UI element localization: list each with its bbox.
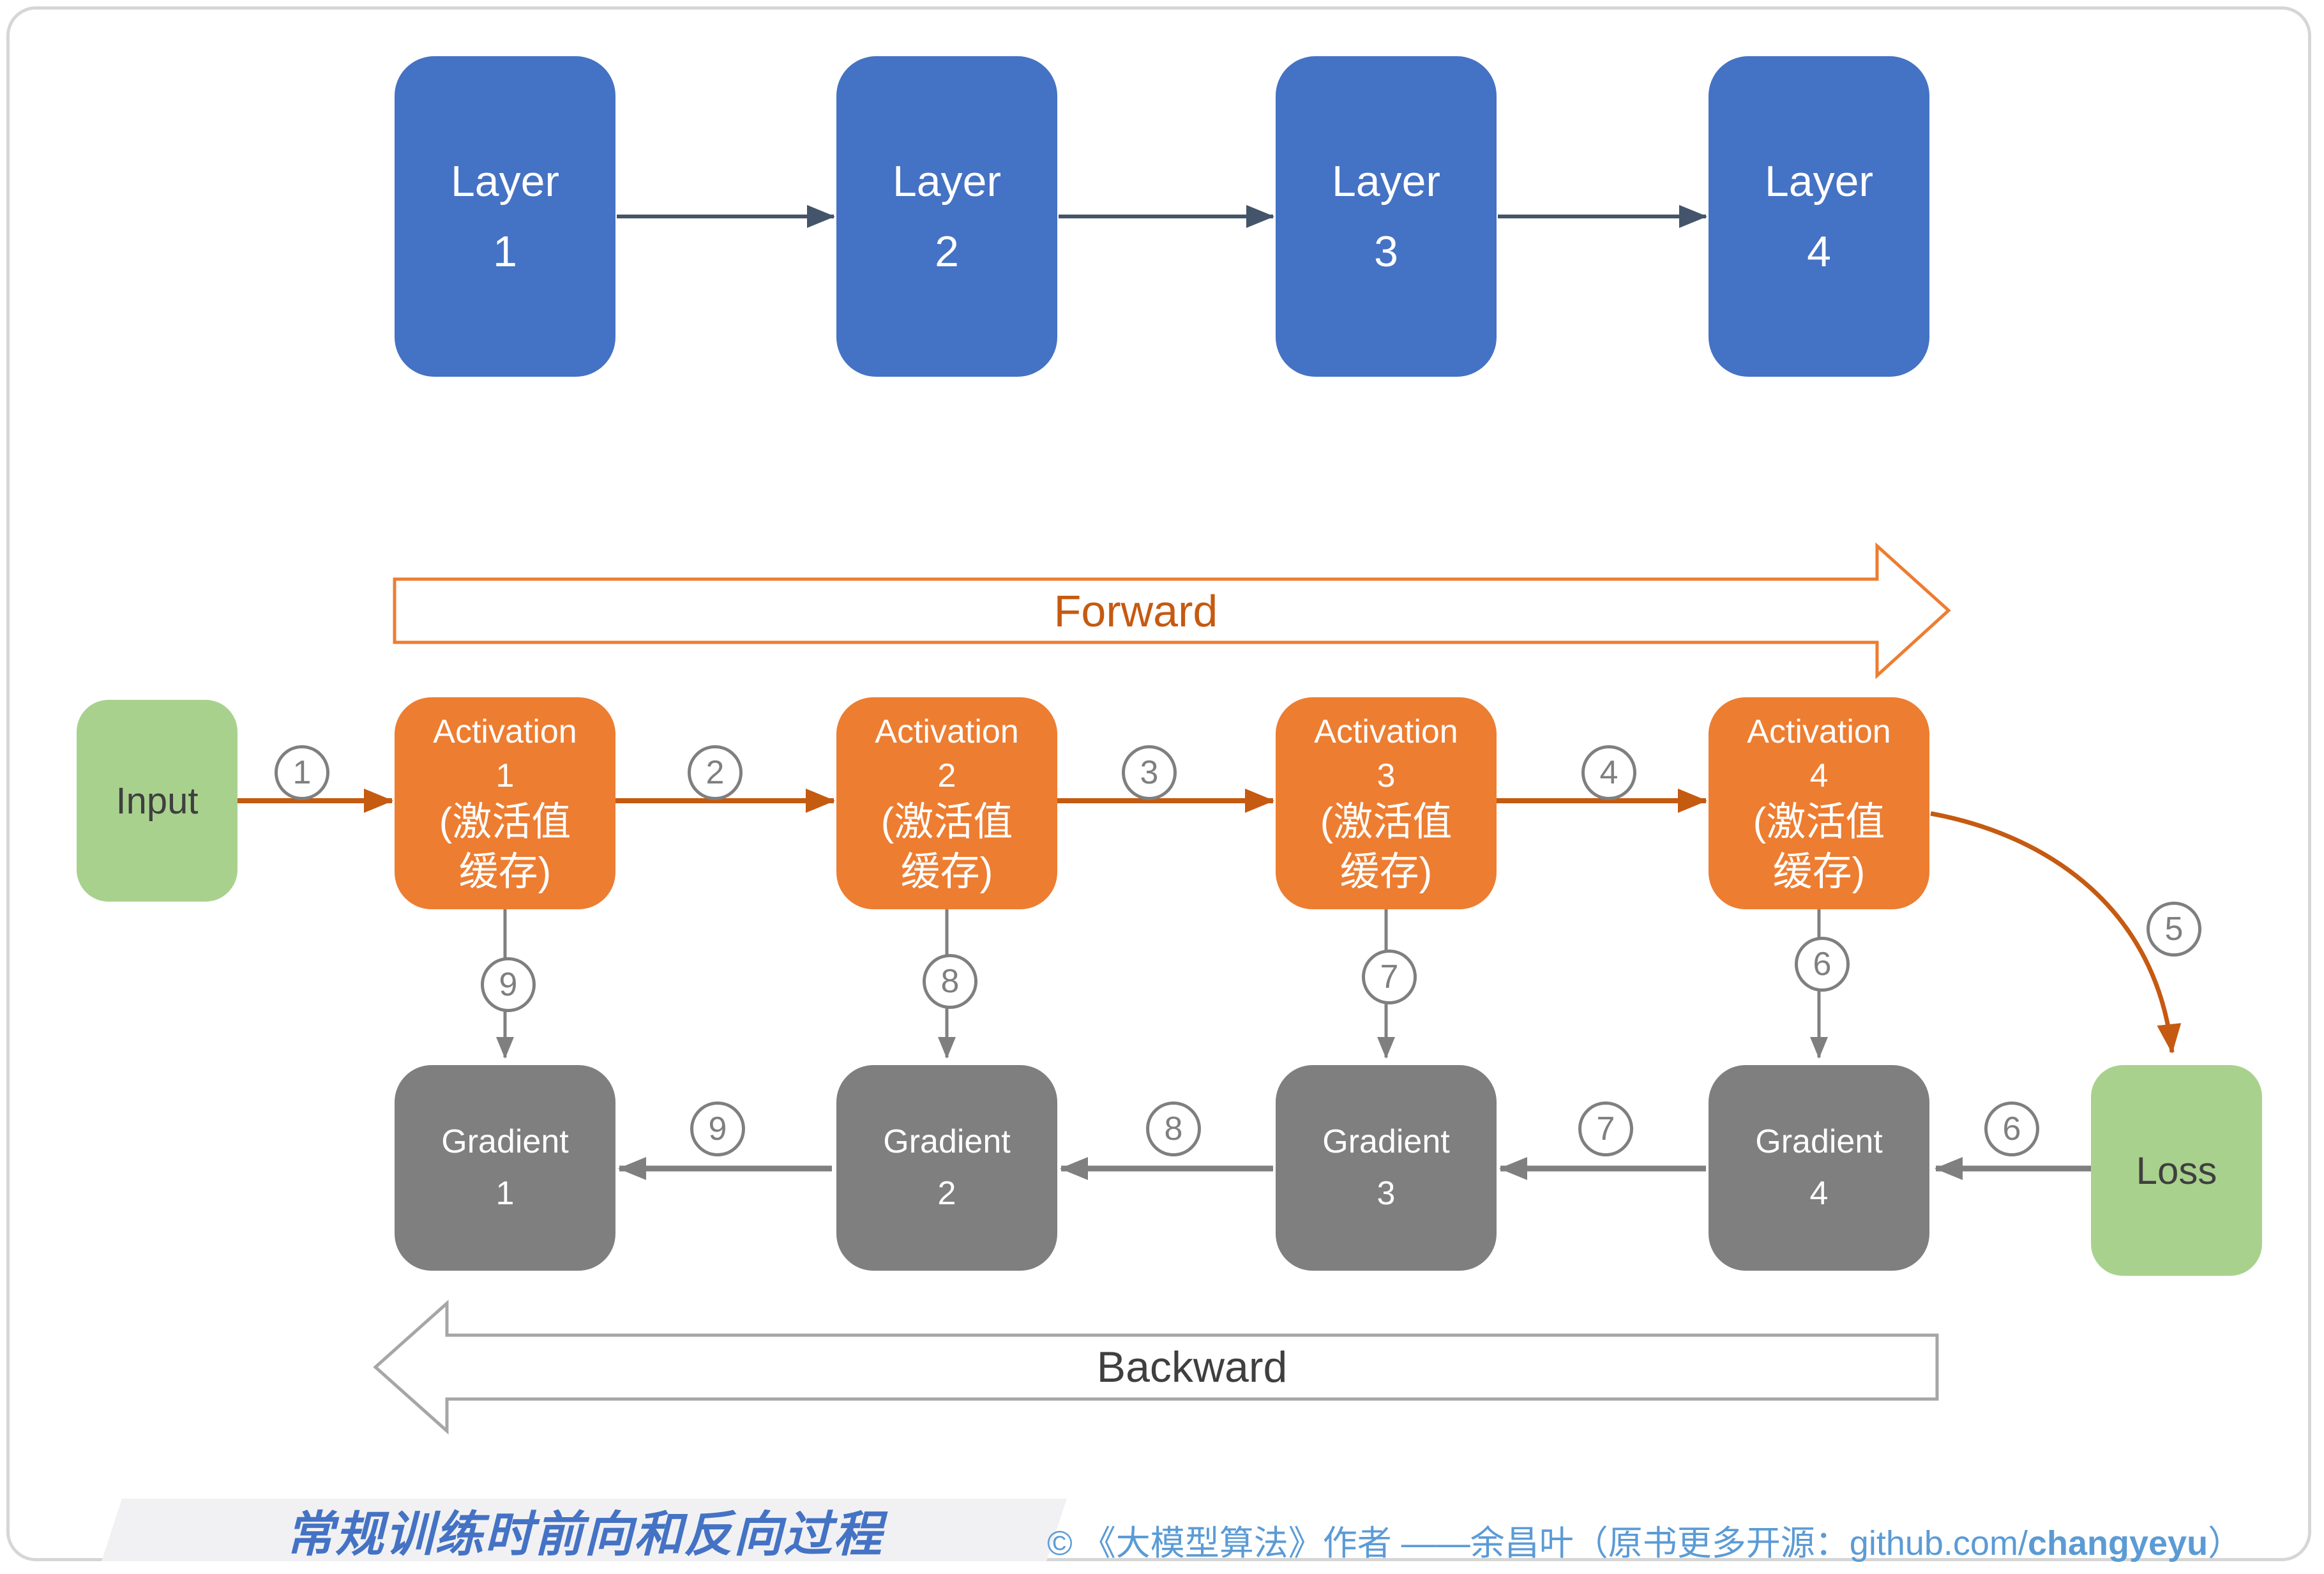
- gradient-2-box: Gradient 2: [836, 1065, 1057, 1271]
- layer-1-box: Layer 1: [395, 56, 615, 377]
- loss-label: Loss: [2136, 1149, 2217, 1192]
- back-step-9-circle: 9: [690, 1101, 745, 1156]
- activation-3-title: Activation: [1314, 713, 1458, 750]
- step-4-circle: 4: [1581, 745, 1636, 800]
- forward-banner-arrow: [393, 542, 1951, 679]
- diagram-caption: 常规训练时前向和反向过程: [285, 1506, 883, 1563]
- gradient-2-number: 2: [937, 1175, 956, 1212]
- gradient-4-box: Gradient 4: [1709, 1065, 1929, 1271]
- activation-4-box: Activation 4 (激活值 缓存): [1709, 697, 1929, 909]
- credit-line: ©《大模型算法》作者 ——余昌叶（原书更多开源：github.com/chang…: [1047, 1515, 2292, 1565]
- input-label: Input: [116, 780, 199, 822]
- activation-2-number: 2: [937, 757, 956, 794]
- activation-1-cache-line2: 缓存): [458, 849, 552, 894]
- activation-2-box: Activation 2 (激活值 缓存): [836, 697, 1057, 909]
- layer-4-box: Layer 4: [1709, 56, 1929, 377]
- activation-1-box: Activation 1 (激活值 缓存): [395, 697, 615, 909]
- step-5-circle: 5: [2147, 902, 2201, 957]
- layer-1-number: 1: [493, 227, 517, 276]
- save-step-8-circle: 8: [923, 954, 977, 1009]
- activation-2-cache-line2: 缓存): [900, 849, 993, 894]
- gradient-2-title: Gradient: [883, 1123, 1011, 1161]
- gradient-4-title: Gradient: [1755, 1123, 1883, 1161]
- save-step-6-circle: 6: [1795, 937, 1850, 992]
- credit-github-handle: changyeyu: [2027, 1524, 2208, 1563]
- layer-2-number: 2: [935, 227, 959, 276]
- activation-4-cache-line2: 缓存): [1772, 849, 1866, 894]
- activation-2-title: Activation: [875, 713, 1019, 750]
- forward-banner-label: Forward: [1053, 586, 1218, 636]
- layer-2-title: Layer: [892, 156, 1002, 206]
- layer-4-title: Layer: [1764, 156, 1874, 206]
- backward-banner-label: Backward: [1096, 1343, 1288, 1391]
- copyright-symbol: ©: [1047, 1524, 1073, 1563]
- activation4-to-loss-arrow: [1930, 811, 2182, 1054]
- activation-3-cache-line1: (激活值: [1320, 800, 1452, 845]
- layer-3-box: Layer 3: [1276, 56, 1497, 377]
- save-step-9-circle: 9: [481, 957, 536, 1012]
- loss-box: Loss: [2091, 1065, 2262, 1276]
- activation-3-number: 3: [1377, 757, 1396, 794]
- gradient-3-box: Gradient 3: [1276, 1065, 1497, 1271]
- backward-banner-arrow: [373, 1299, 1939, 1435]
- step-3-circle: 3: [1122, 745, 1177, 800]
- back-step-8-circle: 8: [1146, 1101, 1201, 1156]
- activation-1-title: Activation: [433, 713, 577, 750]
- layer-3-number: 3: [1374, 227, 1398, 276]
- activation-4-cache-line1: (激活值: [1753, 800, 1885, 845]
- gradient-4-number: 4: [1809, 1175, 1829, 1212]
- step-1-circle: 1: [275, 745, 329, 800]
- activation-1-cache-line1: (激活值: [439, 800, 571, 845]
- activation-3-box: Activation 3 (激活值 缓存): [1276, 697, 1497, 909]
- credit-close: ）: [2208, 1524, 2243, 1563]
- gradient-3-number: 3: [1377, 1175, 1396, 1212]
- activation-4-title: Activation: [1747, 713, 1891, 750]
- input-box: Input: [77, 700, 238, 902]
- layer-2-box: Layer 2: [836, 56, 1057, 377]
- layer-4-number: 4: [1807, 227, 1831, 276]
- activation-4-number: 4: [1809, 757, 1829, 794]
- save-step-7-circle: 7: [1362, 950, 1417, 1004]
- layer-1-title: Layer: [450, 156, 560, 206]
- back-step-7-circle: 7: [1578, 1101, 1633, 1156]
- activation-2-cache-line1: (激活值: [880, 800, 1013, 845]
- back-step-6-circle: 6: [1984, 1101, 2039, 1156]
- layer-3-title: Layer: [1331, 156, 1441, 206]
- step-2-circle: 2: [688, 745, 743, 800]
- credit-text: 《大模型算法》作者 ——余昌叶（原书更多开源：github.com/: [1081, 1524, 2028, 1563]
- activation-1-number: 1: [495, 757, 515, 794]
- gradient-1-box: Gradient 1: [395, 1065, 615, 1271]
- gradient-1-title: Gradient: [441, 1123, 569, 1161]
- activation-3-cache-line2: 缓存): [1339, 849, 1433, 894]
- gradient-1-number: 1: [495, 1175, 515, 1212]
- gradient-3-title: Gradient: [1322, 1123, 1450, 1161]
